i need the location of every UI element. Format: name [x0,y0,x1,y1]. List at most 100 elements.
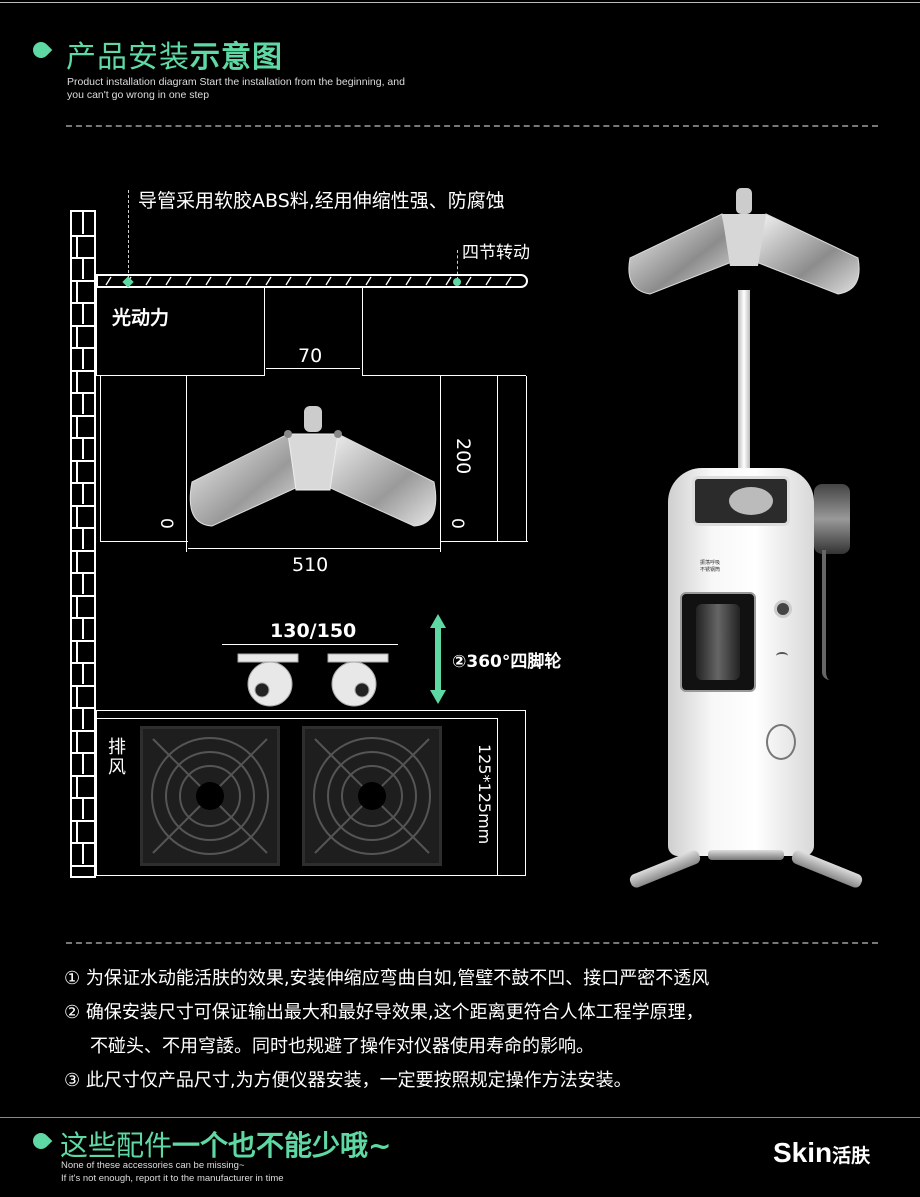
hatch-mark [185,276,192,286]
machine-base [708,850,784,860]
hatch-mark [405,276,412,286]
hatch-mark [265,276,272,286]
top-divider [0,2,920,3]
hatch-mark [385,276,392,286]
hatch-mark [205,276,212,286]
hatch-mark [285,276,292,286]
handpiece-hose [822,550,830,680]
tank-bottle [696,604,740,680]
brick-joint [76,639,78,662]
dim-0-right: 0 [447,518,467,529]
page-subtitle: Product installation diagram Start the i… [67,76,405,101]
brick-line [72,414,94,417]
brick-joint [82,797,84,819]
brick-joint [82,302,84,324]
page-title: 产品安装示意图 [66,32,283,76]
brick-line [72,369,94,372]
fan-size-label: 125*125mm [475,744,494,845]
dim-510-left [186,376,187,552]
dim-70-line [266,368,360,369]
brick-joint [76,729,78,752]
brick-line [72,864,94,867]
brick-joint [82,527,84,549]
wall [70,210,96,878]
line-c [362,288,363,376]
dim-70: 70 [298,345,323,367]
brand-logo-en: Skin [773,1137,833,1168]
hatch-mark [445,276,452,286]
machine-handpieces [814,484,850,554]
line-b [264,288,265,376]
machine-pole [738,290,750,470]
hatch-mark [145,276,152,286]
fan-box-inner-top [96,718,498,719]
brick-line [72,594,94,597]
hatch-mark [425,276,432,286]
joint-leader [457,250,458,280]
brick-joint [82,437,84,459]
brick-line [72,819,94,822]
brick-joint [82,572,84,594]
dim-130-line [222,644,398,645]
hatch-mark [465,276,472,286]
tube-arm [96,274,528,288]
fan-grille-icon [313,737,431,855]
dashed-divider-top [66,125,878,127]
screen-graphic [729,487,773,515]
machine-screen [692,476,790,526]
lamp-head-illustration [189,406,437,527]
tube-note: 导管采用软胶ABS料,经用伸缩性强、防腐蚀 [138,190,505,212]
brick-line [72,774,94,777]
brick-line [72,639,94,642]
hatch-mark [165,276,172,286]
skin-logo-emblem-icon [766,724,796,760]
hatch-mark [225,276,232,286]
dim-right-edge [526,376,527,542]
fan-grille-icon [151,737,269,855]
brick-joint [82,347,84,369]
brick-line [72,234,94,237]
panel-text-1: 振荡呼吸 [700,560,721,566]
fan-right [302,726,442,866]
brick-line [72,684,94,687]
brick-joint [82,752,84,774]
hatch-mark [245,276,252,286]
pressure-gauge-icon [774,600,792,618]
hatch-mark [305,276,312,286]
caster-wheels-illustration [237,653,389,707]
dim-510: 510 [292,554,329,576]
footer-divider [0,1117,920,1118]
brick-joint [82,212,84,234]
dim-130-150: 130/150 [270,620,357,642]
dashed-divider-bottom [66,942,878,944]
dim-510-right [440,376,441,552]
fan-box-inner-right [497,718,498,876]
brick-line [72,729,94,732]
fan-box [96,710,526,876]
hatch-mark [345,276,352,286]
note-2: ② 确保安装尺寸可保证输出最大和最好导效果,这个距离更符合人体工程学原理， [64,1002,704,1023]
footer-subtitle: None of these accessories can be missing… [61,1159,284,1185]
brick-joint [82,842,84,864]
machine-panel-text: 振荡呼吸不锈钢筒 [700,560,740,574]
brick-line [72,459,94,462]
brick-joint [82,257,84,279]
height-arrow-icon [430,614,446,704]
brick-joint [76,549,78,572]
page-title-bold: 示意图 [190,40,283,75]
brick-joint [76,369,78,392]
joint-marker-icon [453,278,461,286]
brick-line [72,504,94,507]
line-a [96,375,264,376]
brand-logo: Skin活肤 [773,1137,870,1169]
brand-logo-cn: 活肤 [832,1146,871,1167]
brick-joint [76,459,78,482]
wheels-label: ②360°四脚轮 [452,652,562,672]
leaf-bullet-icon [29,38,53,62]
dim-200: 200 [452,438,474,475]
brick-joint [82,392,84,414]
tube-hatching [105,276,512,286]
brick-line [72,549,94,552]
four-joint-label: 四节转动 [462,243,530,263]
dim-left-vert [100,376,101,542]
